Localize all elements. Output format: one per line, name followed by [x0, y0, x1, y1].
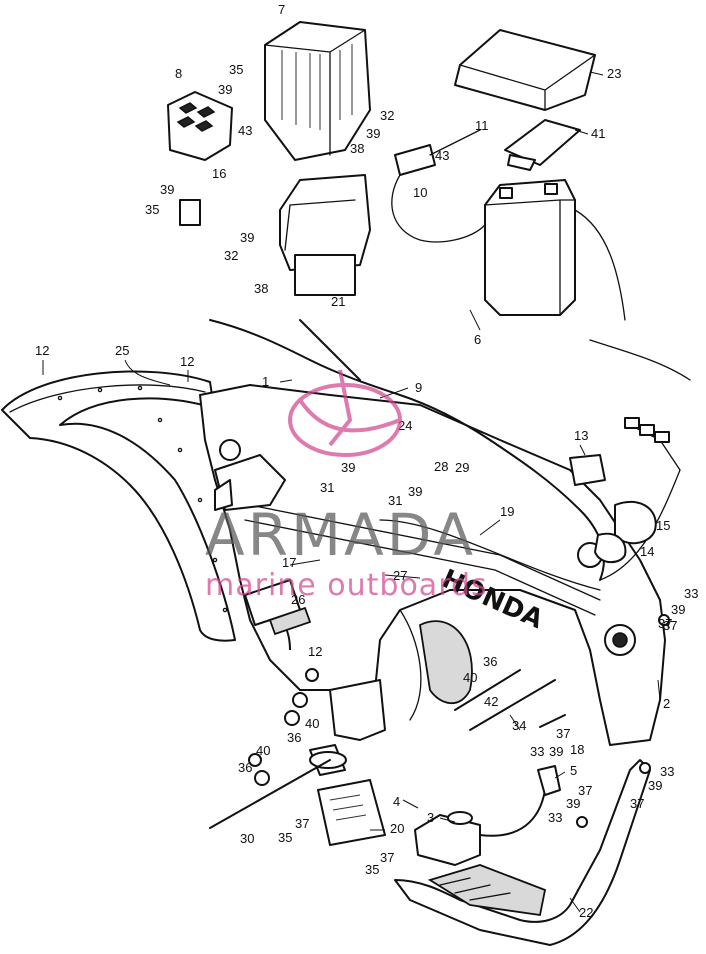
- callout-33-b: 33: [530, 744, 544, 759]
- callout-33-d: 33: [548, 810, 562, 825]
- callout-33: 33: [684, 586, 698, 601]
- callout-41: 41: [591, 126, 605, 141]
- fuse-holder: [391, 129, 486, 243]
- callout-40-c: 40: [256, 743, 270, 758]
- callout-39-g: 39: [671, 602, 685, 617]
- callout-28: 28: [434, 459, 448, 474]
- callout-32: 32: [380, 108, 394, 123]
- callout-33-c: 33: [660, 764, 674, 779]
- frame-bracket: [309, 679, 386, 776]
- fuse-box: [167, 91, 233, 226]
- watermark-logo-mark: [288, 369, 402, 457]
- callout-4: 4: [393, 794, 400, 809]
- rectifier-group: [569, 454, 657, 564]
- callout-12-left: 12: [35, 343, 49, 358]
- callout-13: 13: [574, 428, 588, 443]
- watermark-subtitle: marine outboards: [205, 568, 488, 603]
- callout-35-b: 35: [145, 202, 159, 217]
- callout-37-e: 37: [578, 783, 592, 798]
- callout-12-lower: 12: [308, 644, 322, 659]
- callout-22: 22: [579, 905, 593, 920]
- callout-36: 36: [483, 654, 497, 669]
- callout-37: 37: [663, 618, 677, 633]
- battery-box: [264, 21, 371, 161]
- callout-36-b: 36: [287, 730, 301, 745]
- callout-37-c: 37: [556, 726, 570, 741]
- callout-15: 15: [656, 518, 670, 533]
- callout-21: 21: [331, 294, 345, 309]
- callout-32-b: 32: [224, 248, 238, 263]
- mounting-bracket: [504, 119, 581, 171]
- rubber-pad: [244, 579, 312, 636]
- callout-38-b: 38: [254, 281, 268, 296]
- callout-3: 3: [427, 810, 434, 825]
- callout-1: 1: [262, 374, 269, 389]
- callout-37-g: 37: [380, 850, 394, 865]
- cover-plate: [317, 779, 386, 846]
- callout-25: 25: [115, 343, 129, 358]
- callout-26: 26: [291, 592, 305, 607]
- callout-40-b: 40: [305, 716, 319, 731]
- callout-16: 16: [212, 166, 226, 181]
- callout-7: 7: [278, 2, 285, 17]
- callout-31-b: 31: [388, 493, 402, 508]
- callout-19: 19: [500, 504, 514, 519]
- callout-14: 14: [640, 544, 654, 559]
- callout-8: 8: [175, 66, 182, 81]
- callout-11: 11: [475, 118, 489, 133]
- callout-6: 6: [474, 332, 481, 347]
- callout-39-f: 39: [408, 484, 422, 499]
- callout-20: 20: [390, 821, 404, 836]
- callout-10: 10: [413, 185, 427, 200]
- rear-fender: [1, 370, 236, 642]
- callout-35: 35: [229, 62, 243, 77]
- callout-39-h: 39: [549, 744, 563, 759]
- step-bar: [394, 759, 651, 946]
- callout-39-i: 39: [648, 778, 662, 793]
- callout-43: 43: [238, 123, 252, 138]
- main-frame: HONDA: [199, 384, 666, 746]
- callout-37-b: 37: [658, 616, 672, 631]
- callout-30: 30: [240, 831, 254, 846]
- battery-case: [279, 174, 371, 296]
- regulator-unit: [454, 29, 596, 111]
- wiring-harness: [209, 319, 681, 581]
- callout-12-mid: 12: [180, 354, 194, 369]
- ignition-coil: [414, 765, 561, 866]
- callout-39-d: 39: [240, 230, 254, 245]
- callout-39: 39: [218, 82, 232, 97]
- callout-43-b: 43: [435, 148, 449, 163]
- callout-9: 9: [415, 380, 422, 395]
- callout-38: 38: [350, 141, 364, 156]
- callout-37-f: 37: [295, 816, 309, 831]
- bolts: [209, 614, 670, 829]
- battery: [484, 179, 691, 381]
- callout-29: 29: [455, 460, 469, 475]
- callout-17: 17: [282, 555, 296, 570]
- callout-23: 23: [607, 66, 621, 81]
- callout-40: 40: [463, 670, 477, 685]
- callout-27: 27: [393, 568, 407, 583]
- callout-31: 31: [320, 480, 334, 495]
- callout-5: 5: [570, 763, 577, 778]
- callout-2: 2: [663, 696, 670, 711]
- callout-39-c: 39: [160, 182, 174, 197]
- watermark-title: ARMADA: [205, 501, 476, 569]
- callout-42: 42: [484, 694, 498, 709]
- callout-37-d: 37: [630, 796, 644, 811]
- callout-labels: 1 2 3 4 5 6 7 8 9 10 11 12 13 14 15 16 1…: [35, 2, 698, 920]
- callout-35-d: 35: [365, 862, 379, 877]
- callout-18: 18: [570, 742, 584, 757]
- callout-39-b: 39: [366, 126, 380, 141]
- callout-35-c: 35: [278, 830, 292, 845]
- callout-36-c: 36: [238, 760, 252, 775]
- callout-39-e: 39: [341, 460, 355, 475]
- callout-34: 34: [512, 718, 526, 733]
- watermark: ARMADA marine outboards: [205, 369, 488, 603]
- callout-39-j: 39: [566, 796, 580, 811]
